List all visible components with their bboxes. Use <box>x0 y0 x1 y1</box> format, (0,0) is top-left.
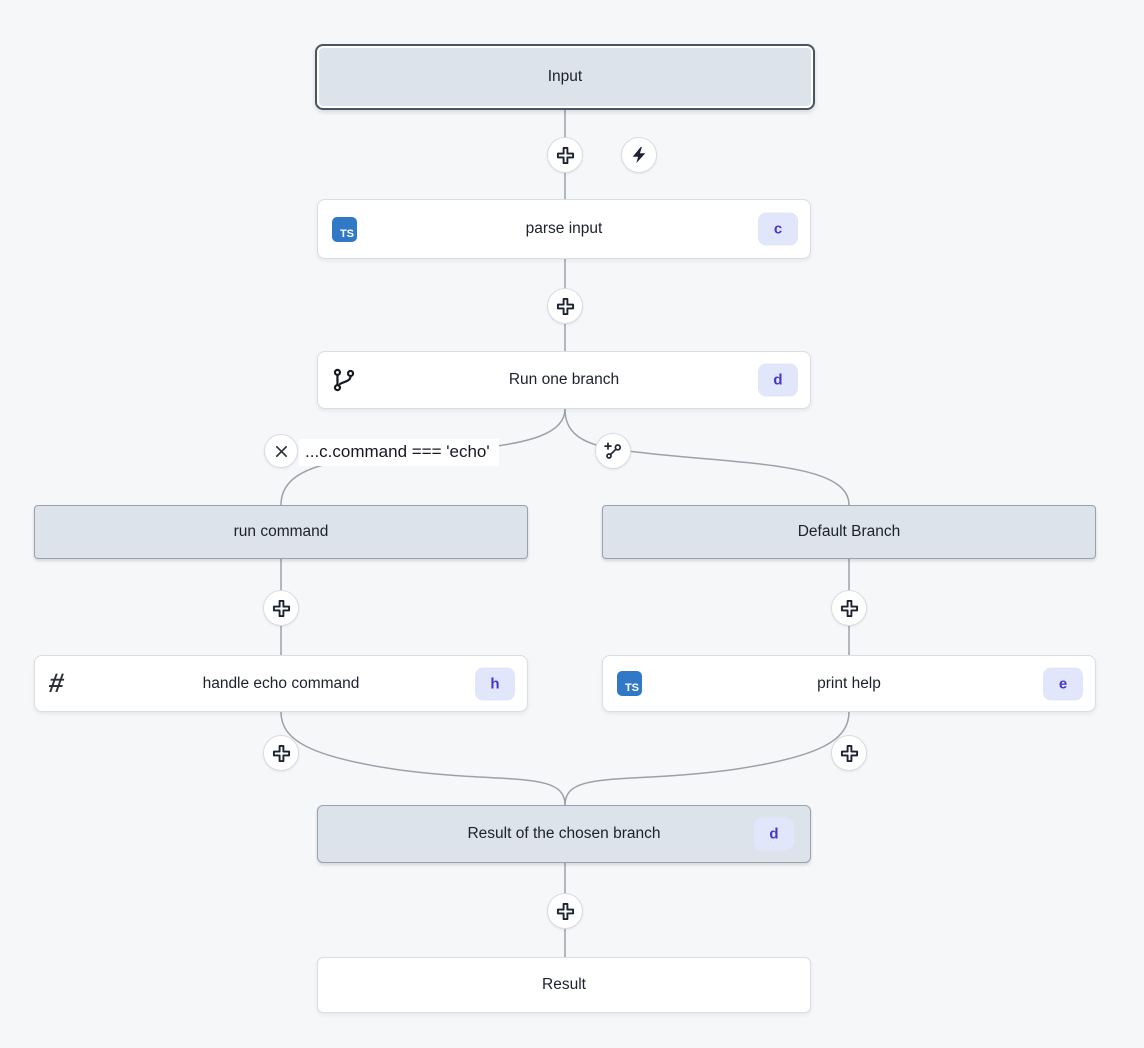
plus-icon <box>272 599 290 617</box>
node-label: print help <box>817 674 881 692</box>
node-result-chosen-branch[interactable]: Result of the chosen branch d <box>317 805 811 863</box>
add-step-button[interactable] <box>547 288 583 324</box>
branch-plus-icon <box>604 442 622 459</box>
node-print-help[interactable]: TS print help e <box>602 655 1096 712</box>
x-icon <box>275 445 287 457</box>
node-parse-input[interactable]: TS parse input c <box>317 199 811 259</box>
node-label: parse input <box>525 220 603 237</box>
node-input[interactable]: Input <box>315 44 815 110</box>
node-default-branch[interactable]: Default Branch <box>602 505 1096 559</box>
add-step-button[interactable] <box>831 735 867 771</box>
add-branch-button[interactable] <box>595 433 631 469</box>
step-id-badge: c <box>758 212 798 246</box>
plus-icon <box>272 744 290 762</box>
hash-icon: # <box>46 668 67 698</box>
step-id-badge: d <box>754 817 794 851</box>
step-id-badge: h <box>475 667 515 700</box>
step-id-badge: d <box>758 363 798 397</box>
node-label: Result of the chosen branch <box>467 825 661 842</box>
zap-icon <box>632 146 646 164</box>
node-label: Run one branch <box>508 371 620 388</box>
node-label: Result <box>542 976 586 993</box>
branch-condition-label: ...c.command === 'echo' <box>299 439 499 466</box>
node-run-command-branch[interactable]: run command <box>34 505 528 559</box>
typescript-icon: TS <box>332 216 357 242</box>
add-step-button[interactable] <box>263 590 299 626</box>
add-step-button[interactable] <box>831 590 867 626</box>
node-run-one-branch[interactable]: Run one branch d <box>317 351 811 409</box>
add-step-button[interactable] <box>547 893 583 929</box>
node-result[interactable]: Result <box>317 957 811 1013</box>
plus-icon <box>840 744 858 762</box>
trigger-button[interactable] <box>621 137 657 173</box>
branch-condition-x-button[interactable] <box>264 434 298 468</box>
node-label: Input <box>547 68 583 85</box>
plus-icon <box>556 297 574 315</box>
node-label: run command <box>233 523 329 540</box>
plus-icon <box>556 902 574 920</box>
node-label: handle echo command <box>202 674 360 692</box>
add-step-button[interactable] <box>547 137 583 173</box>
typescript-icon: TS <box>617 671 642 696</box>
node-handle-echo-command[interactable]: # handle echo command h <box>34 655 528 712</box>
plus-icon <box>840 599 858 617</box>
git-branch-icon <box>332 368 356 392</box>
add-step-button[interactable] <box>263 735 299 771</box>
plus-icon <box>556 146 574 164</box>
step-id-badge: e <box>1043 667 1083 700</box>
node-label: Default Branch <box>797 523 901 540</box>
